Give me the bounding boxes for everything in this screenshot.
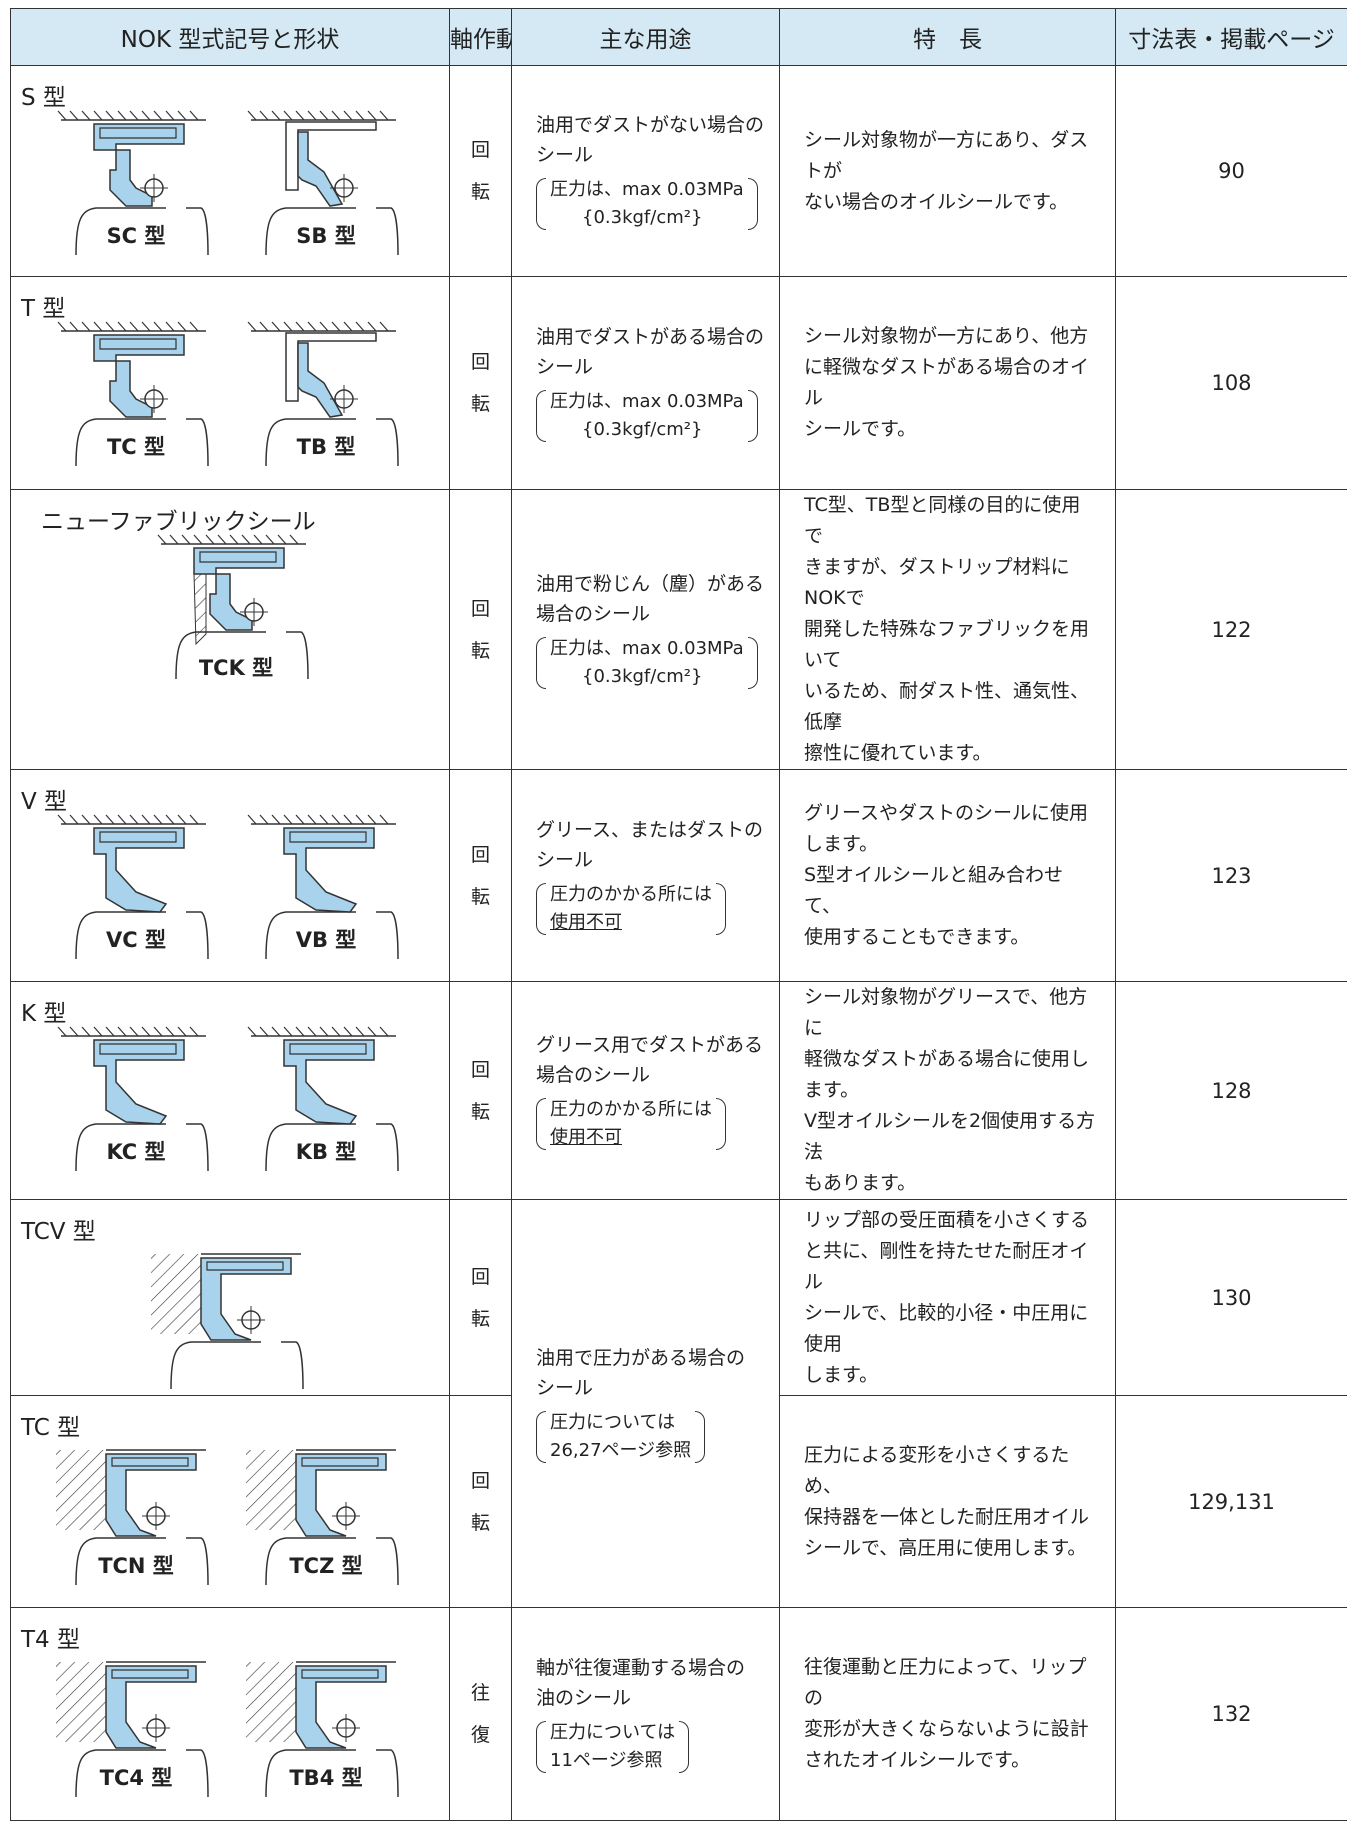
feature-cell: リップ部の受圧面積を小さくする と共に、剛性を持たせた耐圧オイル シールで、比較… [780, 1200, 1116, 1396]
seal-figure-kb: KB 型 [246, 1026, 406, 1176]
header-feature: 特 長 [780, 9, 1116, 66]
shape-cell: S 型 SC 型 SB 型 [11, 66, 450, 277]
header-shape: NOK 型式記号と形状 [11, 9, 450, 66]
feature-cell: シール対象物が一方にあり、ダストが ない場合のオイルシールです。 [780, 66, 1116, 277]
page-cell: 132 [1116, 1608, 1347, 1821]
shape-cell: T 型 TC 型 TB 型 [11, 277, 450, 490]
figure-label: SB 型 [246, 220, 406, 250]
seal-figure-tc4: TC4 型 [56, 1652, 216, 1802]
shape-cell: ニューファブリックシール TCK 型 [11, 490, 450, 770]
page-cell: 122 [1116, 490, 1347, 770]
table-row: ニューファブリックシール TCK 型 回転 油用で粉じん（塵）がある 場合のシー… [11, 490, 1347, 770]
type-title: T 型 [21, 289, 65, 323]
table-row: T 型 TC 型 TB 型 回転 油用でダストがある場合の シール [11, 277, 1347, 490]
shape-cell: K 型 KC 型 KB 型 [11, 982, 450, 1200]
type-title: K 型 [21, 994, 66, 1028]
seal-figure-tb: TB 型 [246, 321, 406, 471]
usage-text: 油用でダストがない場合の シール [536, 110, 779, 170]
seal-figure-tcv [151, 1244, 311, 1394]
motion-cell: 回転 [450, 1200, 512, 1396]
type-title: ニューファブリックシール [41, 502, 316, 536]
figure-label: SC 型 [56, 220, 216, 250]
header-usage: 主な用途 [512, 9, 780, 66]
seal-figure-tc: TC 型 [56, 321, 216, 471]
header-motion: 軸作動 [450, 9, 512, 66]
type-title: S 型 [21, 78, 66, 112]
header-page: 寸法表・掲載ページ [1116, 9, 1347, 66]
seal-figure-tcn: TCN 型 [56, 1440, 216, 1590]
page-cell: 90 [1116, 66, 1347, 277]
shape-cell: TCV 型 [11, 1200, 450, 1396]
seal-figure-tck: TCK 型 [136, 534, 336, 684]
motion-cell: 回転 [450, 277, 512, 490]
seal-figure-sc: SC 型 [56, 110, 216, 260]
feature-cell: グリースやダストのシールに使用します。 S型オイルシールと組み合わせて、 使用す… [780, 770, 1116, 982]
type-title: V 型 [21, 782, 67, 816]
motion-cell: 回転 [450, 490, 512, 770]
usage-cell: グリース、またはダストの シール 圧力のかかる所には使用不可 [512, 770, 780, 982]
seal-figure-tcz: TCZ 型 [246, 1440, 406, 1590]
feature-cell: シール対象物が一方にあり、他方 に軽微なダストがある場合のオイル シールです。 [780, 277, 1116, 490]
pressure-note: 圧力のかかる所には使用不可 [536, 881, 726, 937]
page-cell: 128 [1116, 982, 1347, 1200]
seal-figure-kc: KC 型 [56, 1026, 216, 1176]
seal-figure-vb: VB 型 [246, 814, 406, 964]
shape-cell: T4 型 TC4 型 TB4 型 [11, 1608, 450, 1821]
page-cell: 130 [1116, 1200, 1347, 1396]
motion-cell: 回転 [450, 770, 512, 982]
seal-figure-tb4: TB4 型 [246, 1652, 406, 1802]
table-row: K 型 KC 型 KB 型 回転 グリース用でダストがある 場合のシール [11, 982, 1347, 1200]
motion-cell: 回 転 [450, 66, 512, 277]
page-cell: 108 [1116, 277, 1347, 490]
motion-cell: 回転 [450, 1396, 512, 1608]
type-title: TCV 型 [21, 1212, 96, 1246]
seal-figure-sb: SB 型 [246, 110, 406, 260]
page-cell: 129,131 [1116, 1396, 1347, 1608]
usage-cell: 油用で粉じん（塵）がある 場合のシール 圧力は、max 0.03MPa{0.3k… [512, 490, 780, 770]
pressure-note: 圧力は、max 0.03MPa{0.3kgf/cm²} [536, 635, 758, 691]
feature-cell: 圧力による変形を小さくするため、 保持器を一体とした耐圧用オイル シールで、高圧… [780, 1396, 1116, 1608]
shape-cell: V 型 VC 型 VB 型 [11, 770, 450, 982]
seal-figure-vc: VC 型 [56, 814, 216, 964]
pressure-note: 圧力は、max 0.03MPa{0.3kgf/cm²} [536, 176, 758, 232]
pressure-note: 圧力のかかる所には使用不可 [536, 1096, 726, 1152]
seal-selection-table: NOK 型式記号と形状 軸作動 主な用途 特 長 寸法表・掲載ページ S 型 S… [10, 8, 1347, 1821]
pressure-note: 圧力は、max 0.03MPa{0.3kgf/cm²} [536, 388, 758, 444]
usage-cell: グリース用でダストがある 場合のシール 圧力のかかる所には使用不可 [512, 982, 780, 1200]
feature-cell: TC型、TB型と同様の目的に使用で きますが、ダストリップ材料にNOKで 開発し… [780, 490, 1116, 770]
table-row: S 型 SC 型 SB 型 回 転 油用でダストがない場合の シール [11, 66, 1347, 277]
page-cell: 123 [1116, 770, 1347, 982]
table-header-row: NOK 型式記号と形状 軸作動 主な用途 特 長 寸法表・掲載ページ [11, 9, 1347, 66]
motion-cell: 回転 [450, 982, 512, 1200]
table-row: T4 型 TC4 型 TB4 型 往復 軸が往復運動する場合の 油のシール [11, 1608, 1347, 1821]
feature-cell: 往復運動と圧力によって、リップの 変形が大きくならないように設計 されたオイルシ… [780, 1608, 1116, 1821]
shape-cell: TC 型 TCN 型 TCZ 型 [11, 1396, 450, 1608]
type-title: T4 型 [21, 1620, 80, 1654]
motion-cell: 往復 [450, 1608, 512, 1821]
table-row: V 型 VC 型 VB 型 回転 グリース、またはダストの シール [11, 770, 1347, 982]
usage-cell: 油用でダストがない場合の シール 圧力は、max 0.03MPa{0.3kgf/… [512, 66, 780, 277]
feature-cell: シール対象物がグリースで、他方に 軽微なダストがある場合に使用します。 V型オイ… [780, 982, 1116, 1200]
type-title: TC 型 [21, 1408, 80, 1442]
usage-cell: 油用でダストがある場合の シール 圧力は、max 0.03MPa{0.3kgf/… [512, 277, 780, 490]
